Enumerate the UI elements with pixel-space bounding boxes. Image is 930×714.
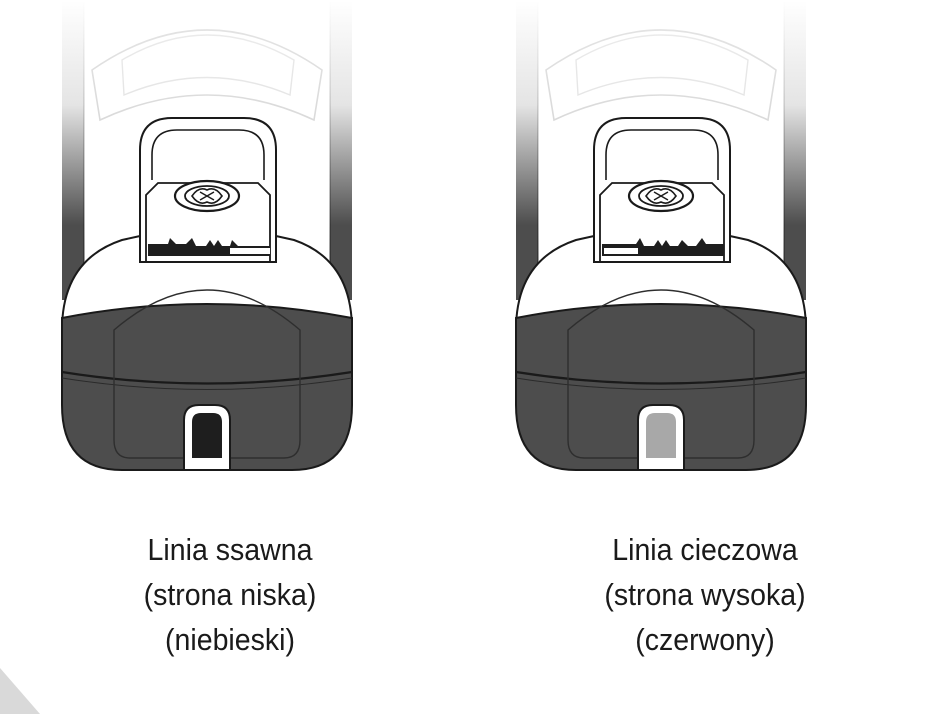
liquid-line-label: Linia cieczowa (strona wysoka) (czerwony… bbox=[581, 527, 829, 662]
label-line: Linia cieczowa bbox=[612, 532, 798, 567]
suction-coupler bbox=[62, 0, 352, 470]
label-line: (strona niska) bbox=[143, 577, 317, 612]
suction-line-label: Linia ssawna (strona niska) (niebieski) bbox=[120, 527, 341, 662]
label-line: (czerwony) bbox=[635, 622, 775, 657]
label-line: (strona wysoka) bbox=[604, 577, 806, 612]
liquid-coupler bbox=[516, 0, 806, 470]
corner-decoration bbox=[0, 668, 40, 714]
label-line: (niebieski) bbox=[165, 622, 295, 657]
label-line: Linia ssawna bbox=[147, 532, 313, 567]
